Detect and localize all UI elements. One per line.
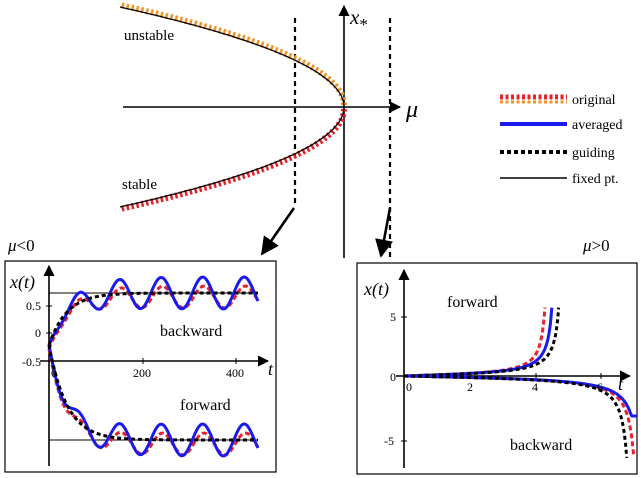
left-xtick-400: 400 xyxy=(226,366,244,380)
stable-branch-fixed-point xyxy=(119,106,345,208)
pointer-arrow-right xyxy=(375,207,393,258)
legend-original-label: original xyxy=(572,93,616,108)
mu-axis-label: μ xyxy=(405,97,418,123)
right-panel-condition: μ>0 xyxy=(582,236,610,255)
unstable-branch-original xyxy=(119,2,347,106)
bifurcation-diagram: unstable stable μ x* xyxy=(119,2,418,258)
legend-averaged-label: averaged xyxy=(572,118,623,133)
right-panel: x(t) t 5 0 -5 0 2 4 6 forward backward xyxy=(356,262,638,475)
unstable-branch-fixed-point xyxy=(119,6,345,108)
right-panel-xlabel: t xyxy=(618,374,624,394)
right-label-forward: forward xyxy=(447,294,498,311)
stable-label: stable xyxy=(122,177,157,193)
left-panel-condition: μ<0 xyxy=(7,236,35,255)
right-ytick-5: 5 xyxy=(390,310,396,324)
right-panel-ylabel: x(t) xyxy=(363,279,389,300)
right-lower-averaged-curve xyxy=(404,374,638,418)
left-label-backward: backward xyxy=(160,323,222,340)
left-upper-averaged-curve xyxy=(47,275,260,346)
stable-branch-original xyxy=(119,108,347,212)
left-ytick-05: 0.5 xyxy=(26,299,41,313)
legend-guiding-label: guiding xyxy=(572,146,615,161)
right-xtick-2: 2 xyxy=(467,380,473,394)
unstable-label: unstable xyxy=(124,28,174,44)
left-lower-averaged-curve xyxy=(47,344,260,458)
pointer-arrow-left xyxy=(260,207,296,256)
right-lower-guiding-curve xyxy=(404,374,629,459)
left-xtick-0: 0 xyxy=(51,366,57,380)
right-xtick-6: 6 xyxy=(597,380,603,394)
legend-fixed-label: fixed pt. xyxy=(572,172,619,187)
left-panel-ylabel: x(t) xyxy=(9,272,35,293)
right-ytick-neg5: -5 xyxy=(384,434,394,448)
left-ytick-neg05: -0.5 xyxy=(22,355,41,369)
right-xtick-0: 0 xyxy=(406,380,412,394)
left-ytick-0: 0 xyxy=(35,326,41,340)
right-upper-guiding-curve xyxy=(404,307,561,378)
right-ytick-0: 0 xyxy=(390,370,396,384)
left-label-forward: forward xyxy=(180,397,231,414)
left-lower-guiding-curve xyxy=(47,344,258,442)
left-xtick-200: 200 xyxy=(133,366,151,380)
right-label-backward: backward xyxy=(510,437,572,454)
right-xtick-4: 4 xyxy=(532,380,538,394)
x-star-axis-label: x* xyxy=(349,5,368,34)
legend: original averaged guiding fixed pt. xyxy=(500,93,623,187)
left-panel: x(t) t 0.5 0 -0.5 0 200 400 backward for… xyxy=(4,260,277,473)
left-upper-guiding-curve xyxy=(47,291,258,346)
left-panel-xlabel: t xyxy=(268,359,274,379)
